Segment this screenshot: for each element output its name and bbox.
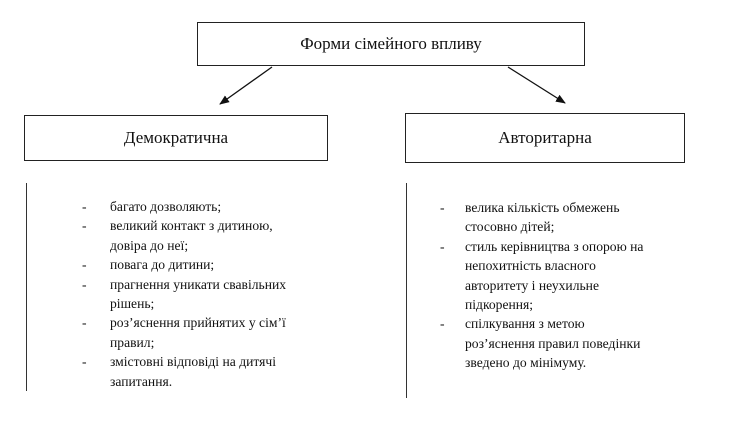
list-item: - роз’яснення прийнятих у сім’ї правил; (82, 313, 332, 352)
list-item: - багато дозволяють; (82, 197, 332, 216)
arrow-to-democratic (219, 66, 273, 105)
authoritarian-node-box: Авторитарна (405, 113, 685, 163)
root-node-box: Форми сімейного впливу (197, 22, 585, 66)
democratic-node-label: Демократична (123, 128, 229, 147)
list-item-text-line: запитання. (110, 373, 173, 389)
list-item-text-line: стиль керівництва з опорою на (465, 238, 644, 254)
list-item-text-line: спілкування з метою (465, 316, 585, 332)
list-item: - стиль керівництва з опорою на непохитніс… (440, 237, 705, 315)
list-item-text-line: рішень; (110, 296, 155, 312)
list-item-text-line: велика кількість обмежень (465, 200, 620, 215)
list-item-text-line: довіра до неї; (110, 237, 189, 253)
bullet-dash: - (82, 354, 87, 370)
list-item-text-line: прагнення уникати свавільних (110, 276, 287, 292)
list-item-text-line: роз’яснення правил поведінки (465, 335, 641, 351)
bullet-dash: - (440, 316, 445, 332)
arrow-to-authoritarian (507, 66, 566, 104)
list-item: - великий контакт з дитиною, довіра до неї… (82, 216, 332, 255)
authoritarian-list-bracket (406, 183, 407, 398)
democratic-list: - багато дозволяють; - великий контакт з ди… (82, 197, 332, 391)
list-item-text-line: підкорення; (465, 297, 534, 313)
democratic-node-box: Демократична (24, 115, 328, 161)
list-item-text-line: роз’яснення прийнятих у сім’ї (110, 315, 286, 331)
list-item-text-line: великий контакт з дитиною, (110, 218, 273, 234)
list-item-text-line: багато дозволяють; (110, 199, 222, 214)
list-item: - спілкування з метою роз’яснення правил п… (440, 314, 705, 372)
authoritarian-list: - велика кількість обмежень стосовно дітей… (440, 198, 705, 373)
list-item-text-line: повага до дитини; (110, 257, 215, 273)
democratic-list-bracket (26, 183, 27, 391)
authoritarian-node-label: Авторитарна (498, 128, 592, 147)
root-node-label: Форми сімейного впливу (300, 34, 482, 53)
list-item: - повага до дитини; (82, 255, 332, 274)
bullet-dash: - (82, 276, 87, 292)
list-item-text-line: зведено до мінімуму. (465, 355, 587, 371)
list-item-text-line: непохитність власного (465, 258, 596, 274)
bullet-dash: - (82, 218, 87, 234)
list-item-text-line: правил; (110, 334, 155, 350)
list-item: - велика кількість обмежень стосовно дітей… (440, 198, 705, 237)
list-item-text-line: стосовно дітей; (465, 219, 555, 235)
bullet-dash: - (440, 200, 445, 215)
bullet-dash: - (440, 238, 445, 254)
bullet-dash: - (82, 315, 87, 331)
list-item-text-line: авторитету і неухильне (465, 277, 599, 293)
bullet-dash: - (82, 257, 87, 273)
bullet-dash: - (82, 199, 87, 214)
list-item: - прагнення уникати свавільних рішень; (82, 275, 332, 314)
list-item: - змістовні відповіді на дитячі запитання. (82, 352, 332, 391)
list-item-text-line: змістовні відповіді на дитячі (110, 354, 277, 370)
